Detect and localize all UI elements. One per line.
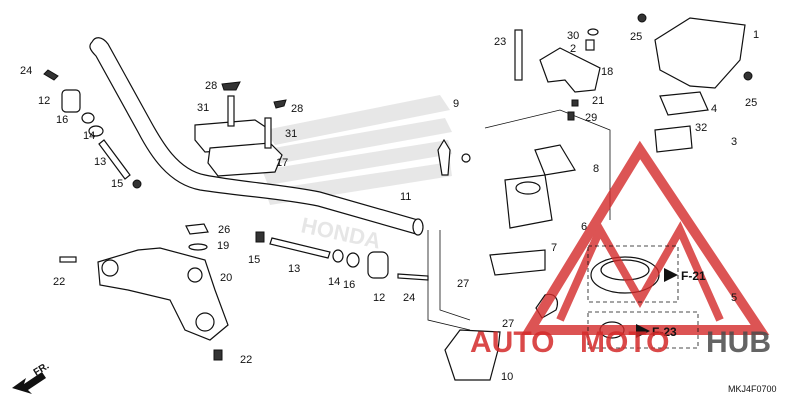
callout-10: 10 <box>501 371 513 383</box>
ref-label-f21: F-21 <box>681 269 706 283</box>
callout-28: 28 <box>291 103 303 115</box>
callout-25: 25 <box>630 31 642 43</box>
callout-7: 7 <box>551 242 557 254</box>
meter-bracket <box>514 28 601 121</box>
diagram-code: MKJ4F0700 <box>728 384 777 394</box>
callout-19: 19 <box>217 240 229 252</box>
callout-13: 13 <box>94 156 106 168</box>
callout-numbers: 1234567891011121213131414151516161718192… <box>20 29 759 383</box>
callout-23: 23 <box>494 36 506 48</box>
callout-27: 27 <box>502 318 514 330</box>
callout-16: 16 <box>343 279 355 291</box>
callout-12: 12 <box>38 95 50 107</box>
callout-14: 14 <box>328 276 340 288</box>
callout-5: 5 <box>731 292 737 304</box>
watermark-moto: MOTO <box>580 326 669 359</box>
automotohub-triangle-logo <box>521 140 770 335</box>
handlebar-upper-holders <box>194 81 287 177</box>
left-bar-end-weight <box>43 69 142 189</box>
top-bridge-lower-holder <box>59 223 229 361</box>
callout-15: 15 <box>248 254 260 266</box>
callout-1: 1 <box>753 29 759 41</box>
callout-2: 2 <box>570 43 576 55</box>
callout-30: 30 <box>567 30 579 42</box>
steering-cover <box>637 13 753 153</box>
callout-17: 17 <box>276 157 288 169</box>
callout-28: 28 <box>205 80 217 92</box>
automotohub-text-watermark: AUTO MOTO HUB <box>470 326 771 359</box>
callout-6: 6 <box>581 221 587 233</box>
callout-15: 15 <box>111 178 123 190</box>
callout-22: 22 <box>53 276 65 288</box>
callout-18: 18 <box>601 66 613 78</box>
watermark-hub: HUB <box>706 326 771 359</box>
front-direction-arrow: FR. <box>12 361 51 394</box>
watermark-auto: AUTO <box>470 326 554 359</box>
callout-9: 9 <box>453 98 459 110</box>
callout-27: 27 <box>457 278 469 290</box>
callout-20: 20 <box>220 272 232 284</box>
callout-22: 22 <box>240 354 252 366</box>
callout-16: 16 <box>56 114 68 126</box>
callout-24: 24 <box>403 292 415 304</box>
callout-4: 4 <box>711 103 717 115</box>
ref-box-f23: F-23 <box>587 311 699 349</box>
callout-3: 3 <box>731 136 737 148</box>
ref-box-f21: F-21 <box>587 245 706 303</box>
callout-32: 32 <box>695 122 707 134</box>
front-label: FR. <box>32 361 52 379</box>
callout-26: 26 <box>218 224 230 236</box>
callout-11: 11 <box>400 191 411 203</box>
callout-14: 14 <box>83 130 95 142</box>
callout-29: 29 <box>585 112 597 124</box>
callout-25: 25 <box>745 97 757 109</box>
callout-24: 24 <box>20 65 32 77</box>
right-bar-end-weight <box>255 231 429 281</box>
callout-8: 8 <box>593 163 599 175</box>
ref-label-f23: F-23 <box>652 325 677 339</box>
callout-31: 31 <box>197 102 209 114</box>
callout-12: 12 <box>373 292 385 304</box>
callout-31: 31 <box>285 128 297 140</box>
callout-13: 13 <box>288 263 300 275</box>
callout-21: 21 <box>592 95 604 107</box>
handlebar-pipe <box>89 37 424 236</box>
